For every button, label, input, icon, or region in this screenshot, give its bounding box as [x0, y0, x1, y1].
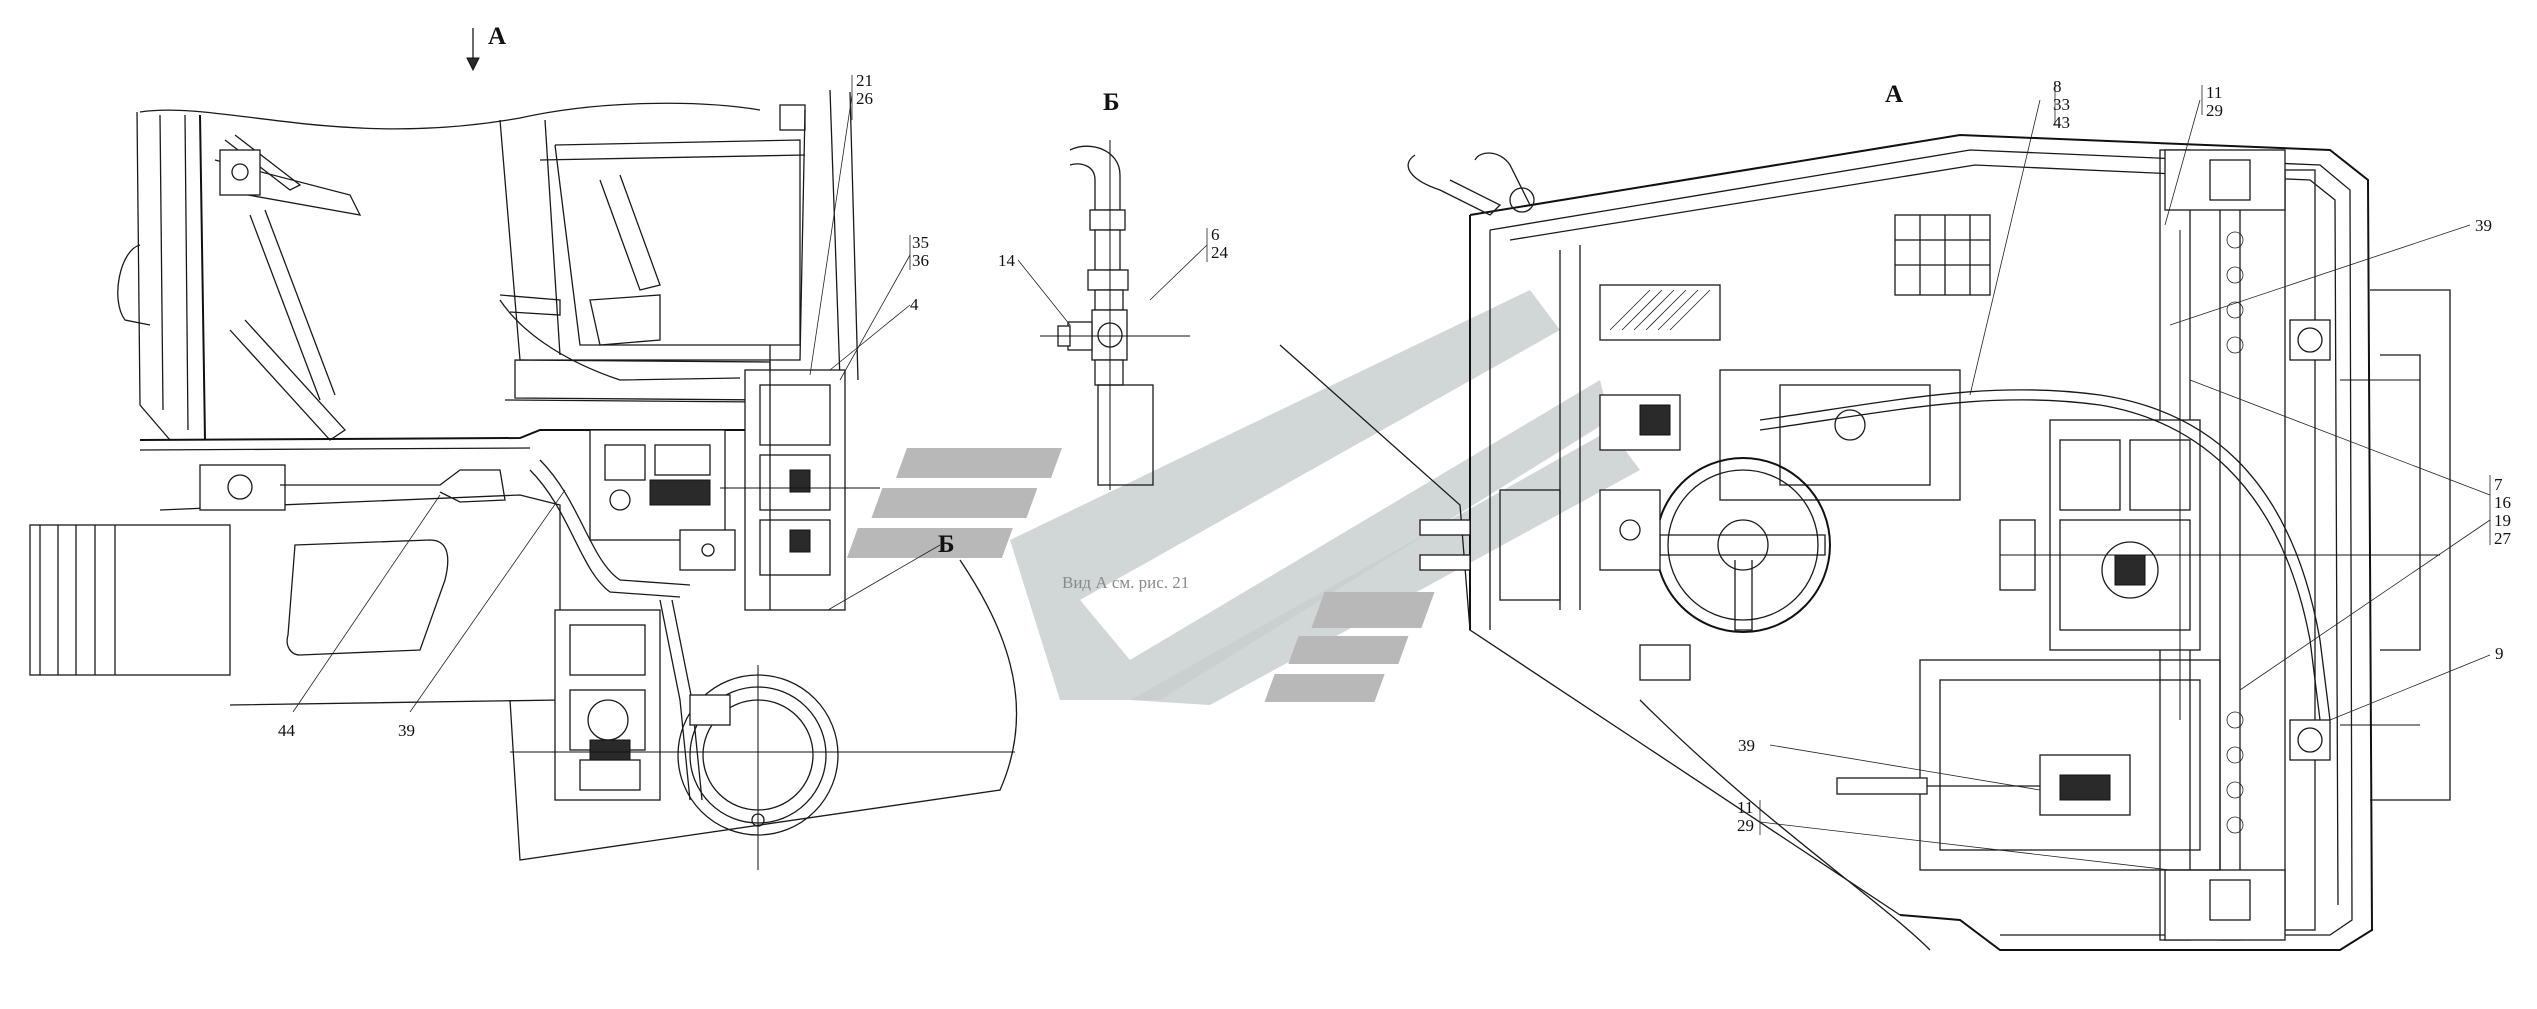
callout-11-bottom: 11: [1737, 798, 1753, 817]
callout-39-left: 39: [398, 721, 415, 740]
view-b-title: Б: [1103, 89, 1120, 116]
callout-4: 4: [910, 295, 919, 314]
callout-9: 9: [2495, 644, 2504, 663]
callout-44: 44: [278, 721, 296, 740]
callout-33: 33: [2053, 95, 2070, 114]
callout-21: 21: [856, 71, 873, 90]
callout-39-bottom: 39: [1738, 736, 1755, 755]
callout-8: 8: [2053, 77, 2062, 96]
callout-39-top: 39: [2475, 216, 2492, 235]
callout-24: 24: [1211, 243, 1229, 262]
callout-14: 14: [998, 251, 1016, 270]
callout-36: 36: [912, 251, 929, 270]
view-a-arrow-label: А: [488, 23, 506, 50]
callout-11-top: 11: [2206, 83, 2222, 102]
watermark-logo: Вид А см. рис. 21: [846, 290, 1640, 705]
cab-top-view: А: [1279, 81, 2491, 951]
callout-27: 27: [2494, 529, 2512, 548]
callout-6: 6: [1211, 225, 1220, 244]
fitting-detail-view: Б 14 6 24: [998, 89, 1229, 490]
callout-16: 16: [2494, 493, 2511, 512]
left-side-view: А: [29, 23, 1018, 870]
view-a-title: А: [1885, 81, 1903, 108]
right-callouts: 8 33 43 11 29 39 7 16 19 27 9 39 11 29: [1737, 77, 2512, 835]
callout-43: 43: [2053, 113, 2070, 132]
watermark-text: Вид А см. рис. 21: [1062, 573, 1189, 592]
view-b-marker: Б: [938, 531, 955, 558]
callout-7: 7: [2494, 475, 2503, 494]
callout-19: 19: [2494, 511, 2511, 530]
left-callouts: 21 26 35 36 4 44 39 Б: [278, 71, 955, 740]
callout-29-bottom: 29: [1737, 816, 1754, 835]
callout-35: 35: [912, 233, 929, 252]
callout-26: 26: [856, 89, 873, 108]
callout-29-top: 29: [2206, 101, 2223, 120]
